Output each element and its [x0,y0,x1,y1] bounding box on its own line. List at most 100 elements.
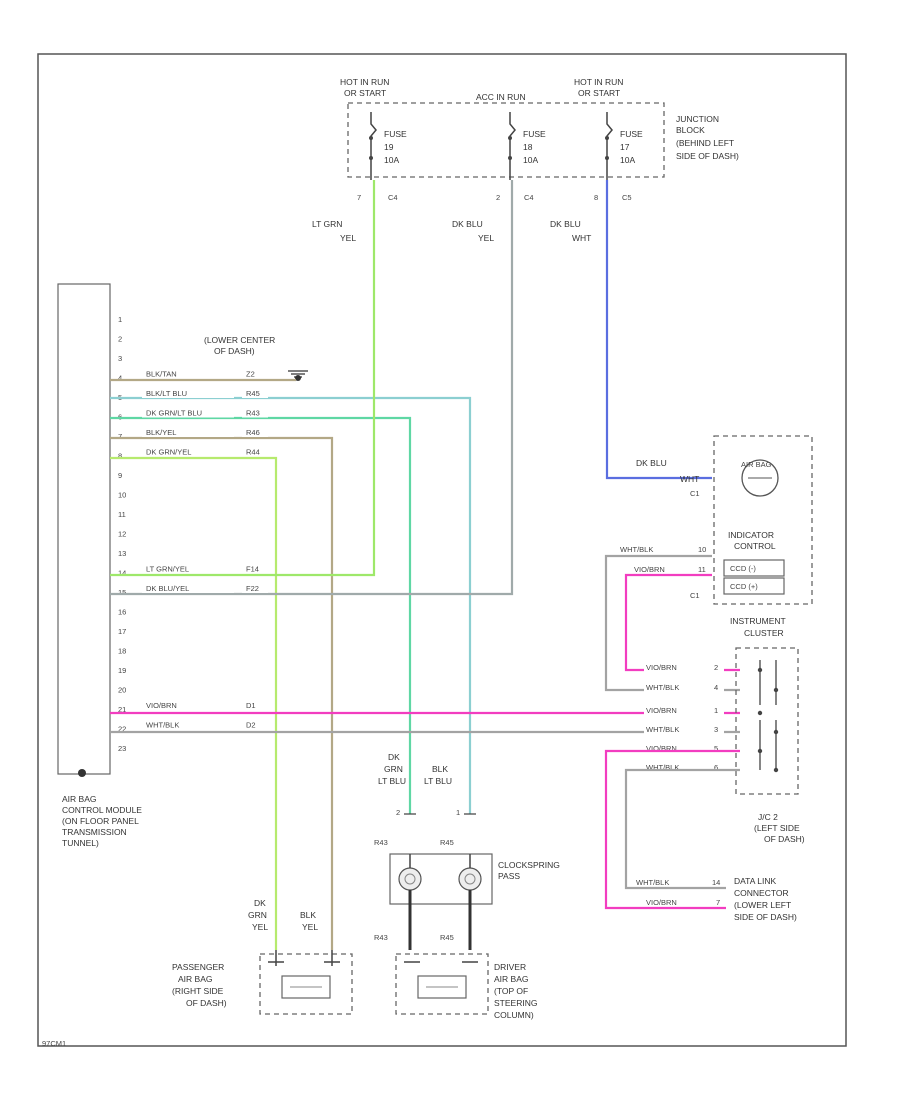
jc2-wire-4: VIO/BRN [646,744,677,753]
junction-block: HOT IN RUN OR START ACC IN RUN HOT IN RU… [340,77,739,202]
jc2-label-2: (LEFT SIDE [754,823,800,833]
cs-top-code-r45: R45 [440,838,454,847]
data-link-connector: WHT/BLK 14 VIO/BRN 7 DATA LINK CONNECTOR… [636,876,797,922]
jb-pin-8: 8 [594,193,598,202]
jc2-pin-5: 5 [714,744,718,753]
clockspring: DK GRN LT BLU BLK LT BLU 2 1 R43 R45 CLO… [374,752,560,950]
driver-label-2: AIR BAG [494,974,528,984]
fuse-17: FUSE 17 10A [605,112,643,180]
circuit-label-bg [142,584,234,593]
ind-wire-vio-brn: VIO/BRN [634,565,665,574]
circuit-wire-r43: DK GRN/LT BLU [146,409,202,418]
module-label-5: TUNNEL) [62,838,99,848]
circuit-label-bg [142,389,234,398]
module-pin-8: 8 [118,452,122,461]
wire-dlc-wht-blk [624,768,740,890]
circuit-code-bg [242,701,268,710]
cluster-label-1: INSTRUMENT [730,616,786,626]
module-pin-21: 21 [118,705,126,714]
driver-label-3: (TOP OF [494,986,528,996]
wire-label-dk-blu-1: DK BLU [452,219,483,229]
jc2-pin-3: 3 [714,725,718,734]
jc2-label-bg [644,706,724,715]
module-label-2: CONTROL MODULE [62,805,142,815]
module-pin-9: 9 [118,471,122,480]
circuit-wire-r44: DK GRN/YEL [146,448,191,457]
jb-pin-2: 2 [496,193,500,202]
module-pin-19: 19 [118,666,126,675]
jb-conn-c4-b: C4 [524,193,534,202]
circuit-wire-f14: LT GRN/YEL [146,565,189,574]
module-pin-15: 15 [118,588,126,597]
wire-f14-lt-grn-yel [110,180,376,577]
module-pin-1: 1 [118,315,122,324]
jb-pin-7: 7 [357,193,361,202]
circuit-code-bg [242,369,268,379]
wire-label-yel-1: YEL [340,233,356,243]
circuit-code-r44: R44 [246,448,260,457]
passenger-label-1: PASSENGER [172,962,224,972]
wire-r44-dk-grn-yel [110,456,278,950]
cs-wire-blk: BLK [432,764,448,774]
wire-label-yel-2: YEL [478,233,494,243]
pass-wire-yel-2: YEL [302,922,318,932]
circuit-code-r45: R45 [246,389,260,398]
dlc-label-3: (LOWER LEFT [734,900,791,910]
circuit-wire-f22: DK BLU/YEL [146,584,189,593]
cluster-label-2: CLUSTER [744,628,784,638]
circuit-wire-r46: BLK/YEL [146,428,176,437]
jc2-pin-4: 4 [714,683,718,692]
circuit-label-bg [142,720,234,730]
jc2-pin-1: 1 [714,706,718,715]
module-pin-10: 10 [118,491,126,500]
module-label-3: (ON FLOOR PANEL [62,816,139,826]
circuit-label-bg [142,564,234,574]
jc2-label-bg [644,663,724,672]
indicator-label-1: INDICATOR [728,530,774,540]
junction-label-4: SIDE OF DASH) [676,151,739,161]
jc2-wire-3: WHT/BLK [646,725,679,734]
dlc-pin-7: 7 [716,898,720,907]
ground-label-2: OF DASH) [214,346,255,356]
junction-connector-2: J/C 2 (LEFT SIDE OF DASH) [735,647,805,844]
diagram-frame [37,53,847,1047]
module-pin-13: 13 [118,549,126,558]
module-pin-2: 2 [118,335,122,344]
cs-wire-dk: DK [388,752,400,762]
module-pin-3: 3 [118,354,122,363]
cs-bot-code-r43: R43 [374,933,388,942]
module-pin-23: 23 [118,744,126,753]
jc2-pin-6: 6 [714,763,718,772]
ccd-plus: CCD (+) [730,582,758,591]
circuit-code-f22: F22 [246,584,259,593]
cs-bot-code-r45: R45 [440,933,454,942]
cs-pin-2: 2 [396,808,400,817]
circuit-wire-r45: BLK/LT BLU [146,389,187,398]
wire-dlc-vio-brn [604,749,740,910]
junction-label-2: BLOCK [676,125,705,135]
clockspring-label-1: CLOCKSPRING [498,860,560,870]
jc2-label-bg [644,763,724,772]
hot-label-2: ACC IN RUN [476,92,526,102]
module-label-4: TRANSMISSION [62,827,127,837]
dlc-wire-vio-brn: VIO/BRN [646,898,677,907]
passenger-label-3: (RIGHT SIDE [172,986,224,996]
circuit-code-bg [242,389,268,398]
indicator-c1-bottom: C1 [690,591,700,600]
module-pin-18: 18 [118,647,126,656]
wire-r43-dk-grn-lt-blu [110,416,412,814]
hot-label-3-line-1: HOT IN RUN [574,77,623,87]
ground-point: (LOWER CENTER OF DASH) [204,335,308,381]
dlc-label-2: CONNECTOR [734,888,789,898]
cs-wire-lt-blu-1: LT BLU [378,776,406,786]
indicator-control: AIR BAG INDICATOR CONTROL CCD (-) CCD (+… [713,435,813,605]
dlc-label-1: DATA LINK [734,876,777,886]
circuit-code-bg [242,447,268,457]
wire-dk-blu-wht-indicator [605,180,712,480]
driver-label-5: COLUMN) [494,1010,534,1020]
wire-r45-blk-lt-blu [110,396,472,814]
